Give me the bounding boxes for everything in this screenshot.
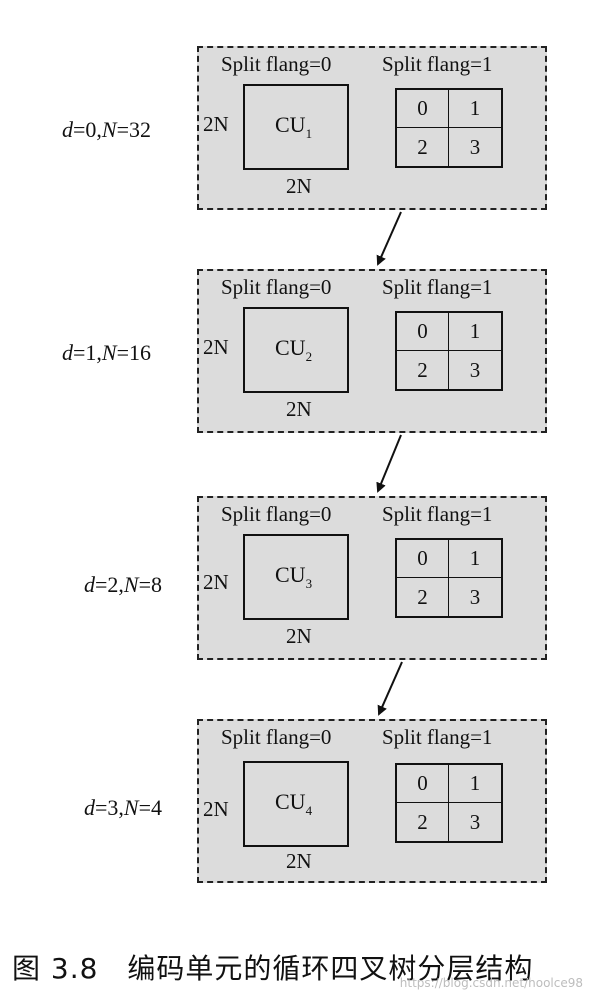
cu-label: CU1: [275, 112, 313, 141]
split-quadrants: 0 1 2 3: [395, 538, 503, 618]
quadrant-3: 3: [469, 357, 481, 382]
quadrant-0: 0: [397, 765, 449, 803]
level-panel: Split flang=0 Split flang=1 2N CU3 2N 0 …: [197, 496, 547, 660]
split-flag-0-label: Split flang=0: [221, 275, 332, 299]
split-flag-1-label: Split flang=1: [382, 52, 493, 76]
quadrant-2: 2: [397, 803, 449, 841]
cu-height-label: 2N: [203, 570, 229, 594]
quadrant-1: 1: [449, 540, 501, 578]
cu-height-label: 2N: [203, 797, 229, 821]
cu-label: CU2: [275, 335, 313, 364]
depth-label: d=1,N=16: [62, 340, 152, 365]
watermark: https://blog.csdn.net/hoolce98: [399, 976, 583, 990]
cu-label: CU3: [275, 562, 313, 591]
quadrant-3: 3: [469, 134, 481, 159]
arrow-1-to-2: [376, 434, 402, 493]
split-flag-0-label: Split flang=0: [221, 502, 332, 526]
split-quadrants: 0 1 2 3: [395, 88, 503, 168]
cu-width-label: 2N: [286, 849, 312, 873]
cu-block: CU3: [243, 534, 349, 620]
split-flag-0-label: Split flang=0: [221, 52, 332, 76]
arrow-0-to-1: [376, 211, 402, 266]
cu-width-label: 2N: [286, 397, 312, 421]
quadrant-1: 1: [449, 765, 501, 803]
quadrant-3: 3: [469, 809, 481, 834]
level-panel: Split flang=0 Split flang=1 2N CU1 2N 0 …: [197, 46, 547, 210]
level-panel: Split flang=0 Split flang=1 2N CU2 2N 0 …: [197, 269, 547, 433]
quadrant-1: 1: [449, 313, 501, 351]
cu-label: CU4: [275, 789, 313, 818]
quadrant-3: 3: [469, 584, 481, 609]
cu-width-label: 2N: [286, 174, 312, 198]
split-flag-0-label: Split flang=0: [221, 725, 332, 749]
quadrant-2: 2: [397, 578, 449, 616]
split-quadrants: 0 1 2 3: [395, 763, 503, 843]
cu-block: CU1: [243, 84, 349, 170]
split-flag-1-label: Split flang=1: [382, 275, 493, 299]
arrow-2-to-3: [377, 661, 403, 716]
cu-block: CU2: [243, 307, 349, 393]
quadrant-1: 1: [449, 90, 501, 128]
cu-height-label: 2N: [203, 335, 229, 359]
cu-block: CU4: [243, 761, 349, 847]
depth-label: d=2,N=8: [84, 572, 163, 597]
split-flag-1-label: Split flang=1: [382, 502, 493, 526]
quadrant-2: 2: [397, 128, 449, 166]
figure-caption: 图 3.8 编码单元的循环四叉树分层结构: [12, 952, 534, 985]
split-flag-1-label: Split flang=1: [382, 725, 493, 749]
split-quadrants: 0 1 2 3: [395, 311, 503, 391]
quadrant-0: 0: [397, 90, 449, 128]
quadrant-2: 2: [397, 351, 449, 389]
quadrant-0: 0: [397, 540, 449, 578]
cu-height-label: 2N: [203, 112, 229, 136]
depth-label: d=0,N=32: [62, 117, 152, 142]
quadrant-0: 0: [397, 313, 449, 351]
level-panel: Split flang=0 Split flang=1 2N CU4 2N 0 …: [197, 719, 547, 883]
cu-width-label: 2N: [286, 624, 312, 648]
depth-label: d=3,N=4: [84, 795, 163, 820]
